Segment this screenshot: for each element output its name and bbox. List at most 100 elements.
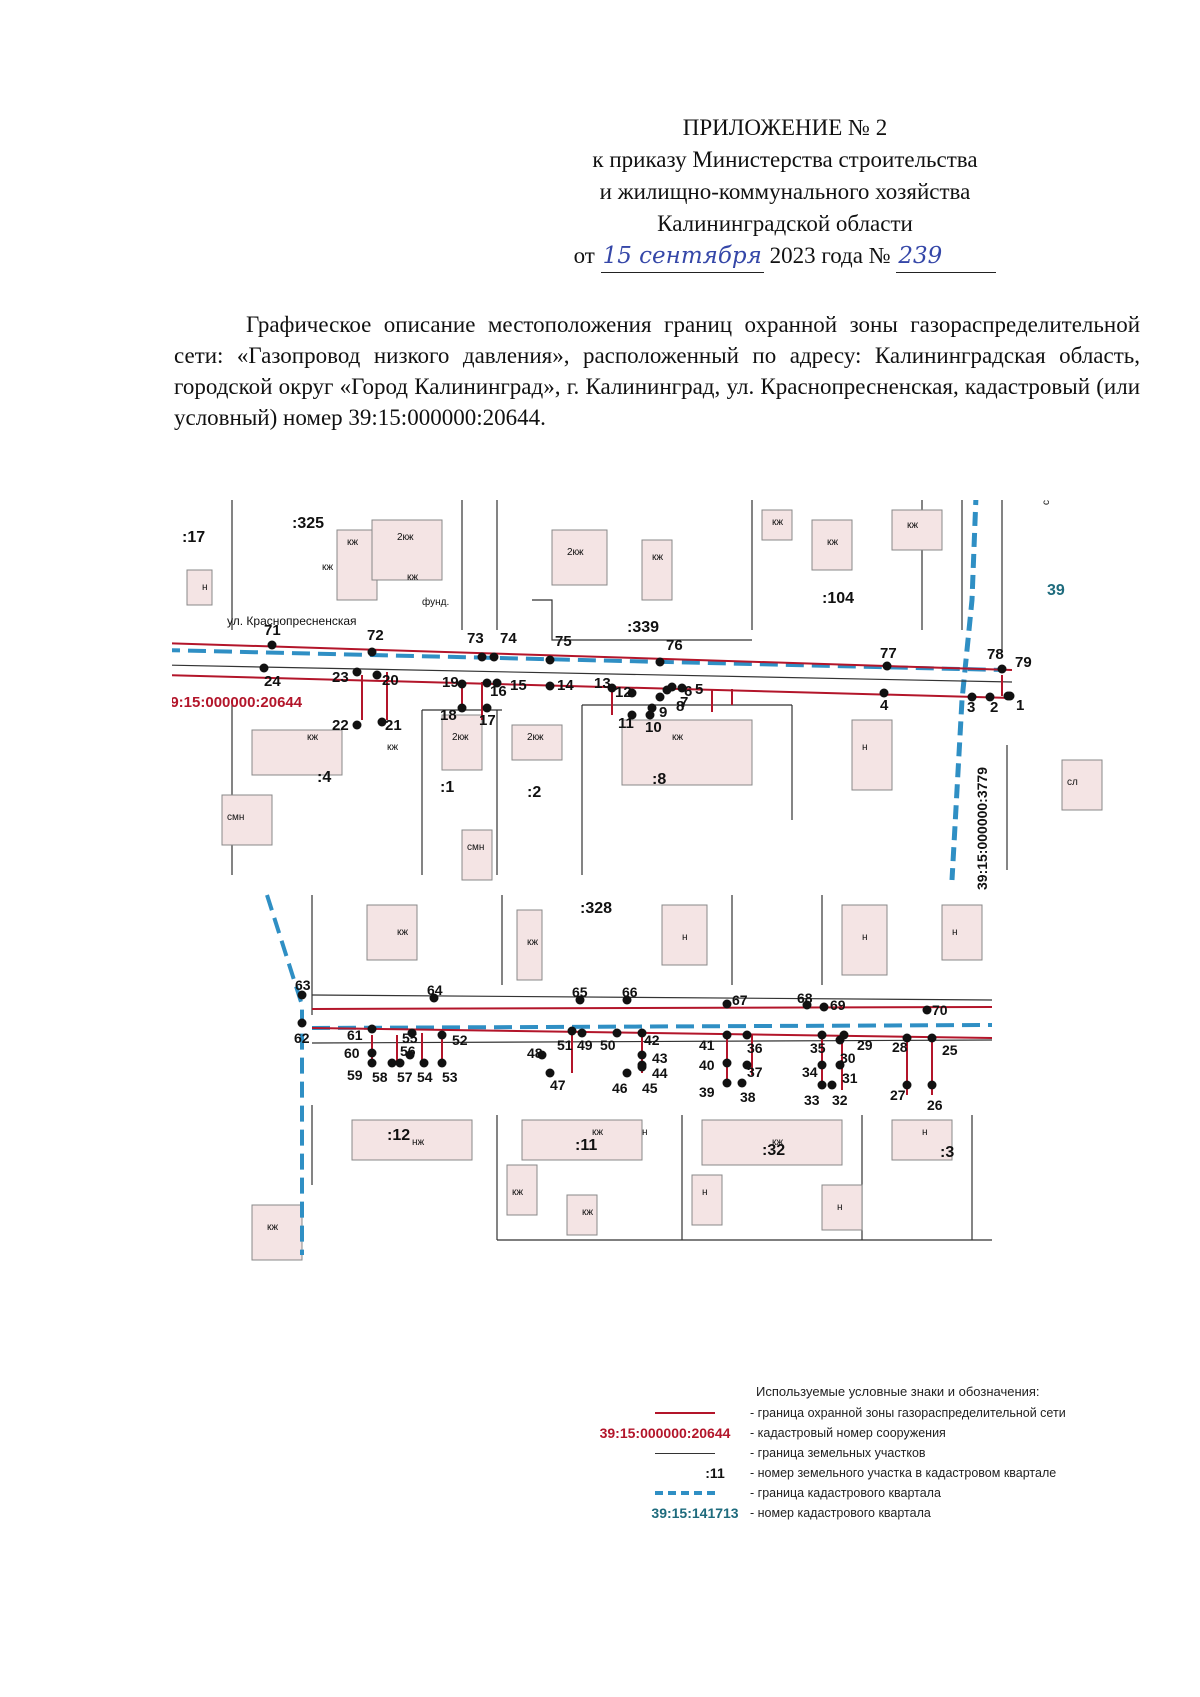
point-label-23: 23 [332,669,349,686]
building [511,724,563,761]
point-label-13: 13 [594,675,611,692]
point-label-20: 20 [382,672,399,689]
building-label: кж [772,1137,783,1148]
point-label-74: 74 [500,630,517,647]
legend-title: Используемые условные знаки и обозначени… [756,1384,1040,1399]
point-label-64: 64 [427,982,443,998]
point-label-70: 70 [932,1002,948,1018]
point-marker-1 [1003,691,1013,701]
point-label-42: 42 [644,1032,660,1048]
parcel-boundary-top [532,599,752,641]
building [1061,759,1103,811]
point-marker-75 [545,655,555,665]
point-marker-74 [489,652,499,662]
point-marker-14 [545,681,555,691]
from-word: от [573,243,595,268]
point-marker-46 [622,1068,632,1078]
legend-blue-dashed-symbol [655,1491,715,1495]
building [701,1119,843,1166]
cadastral-number-label: 39:15:000000:20644 [172,694,303,711]
point-label-47: 47 [550,1077,566,1093]
point-marker-19 [457,679,467,689]
point-label-33: 33 [804,1092,820,1108]
parcel-number: :12 [387,1127,410,1144]
point-marker-15 [492,678,502,688]
description-text: Графическое описание местоположения гран… [174,312,1140,430]
handwritten-date: 15 сентября [600,240,764,273]
appendix-header: ПРИЛОЖЕНИЕ № 2 к приказу Министерства ст… [560,112,1010,273]
building [661,904,708,966]
building [891,509,943,551]
street-name: ул. Краснопресненская [227,614,357,628]
point-label-75: 75 [555,633,572,650]
building-label: фунд. [422,596,449,608]
point-label-41: 41 [699,1037,715,1053]
point-label-28: 28 [892,1039,908,1055]
point-label-31: 31 [842,1070,858,1086]
point-marker-36 [742,1030,752,1040]
point-marker-20 [372,670,382,680]
point-label-21: 21 [385,717,402,734]
point-marker-53 [437,1058,447,1068]
building [851,719,893,791]
building [441,714,483,771]
point-marker-77 [882,661,892,671]
legend-label-cadnum: - кадастровый номер сооружения [750,1426,946,1440]
point-label-78: 78 [987,646,1004,663]
point-label-8: 8 [676,698,684,715]
building-label: н [862,742,868,753]
point-label-46: 46 [612,1080,628,1096]
point-marker-3 [967,692,977,702]
point-marker-25 [927,1033,937,1043]
appendix-title: ПРИЛОЖЕНИЕ № 2 [682,115,888,140]
building [821,1184,863,1231]
street-line-bottom [311,1039,993,1044]
point-label-35: 35 [810,1040,826,1056]
point-marker-27 [902,1080,912,1090]
point-marker-18 [457,703,467,713]
point-marker-47 [545,1068,555,1078]
legend-row-quarter-boundary: - граница кадастрового квартала [580,1483,1100,1503]
point-marker-66 [622,995,632,1005]
point-label-56: 56 [400,1043,416,1059]
point-label-24: 24 [264,673,281,690]
building-label: кж [592,1127,603,1138]
point-label-49: 49 [577,1037,593,1053]
point-label-15: 15 [510,677,527,694]
point-label-62: 62 [294,1030,310,1046]
point-marker-4 [879,688,889,698]
point-label-36: 36 [747,1040,763,1056]
point-marker-56 [405,1050,415,1060]
point-label-76: 76 [666,637,683,654]
point-marker-60 [367,1048,377,1058]
point-label-39: 39 [699,1084,715,1100]
point-marker-31 [835,1060,845,1070]
quarter-boundary-bottom [311,1023,993,1030]
point-label-65: 65 [572,984,588,1000]
point-marker-70 [922,1005,932,1015]
point-label-45: 45 [642,1080,658,1096]
point-label-44: 44 [652,1065,668,1081]
point-label-6: 6 [684,683,692,700]
legend-cadnum-sample: 39:15:000000:20644 [599,1425,731,1441]
parcel-number: :339 [627,619,659,636]
building [366,904,418,961]
point-marker-52 [437,1030,447,1040]
point-label-53: 53 [442,1069,458,1085]
point-label-10: 10 [645,719,662,736]
point-marker-42 [637,1028,647,1038]
point-marker-12 [627,688,637,698]
parcel-number: :1 [440,779,454,796]
point-marker-35 [817,1030,827,1040]
point-label-57: 57 [397,1069,413,1085]
point-label-43: 43 [652,1050,668,1066]
region-line: Калининградской области [657,211,913,236]
legend-label-quarter-boundary: - граница кадастрового квартала [750,1486,941,1500]
building-label: кж [307,732,318,743]
point-marker-11 [627,710,637,720]
building-label: н [952,927,958,938]
parcel-boundary-bottom [311,994,993,1001]
building-label: н [837,1202,843,1213]
point-label-73: 73 [467,630,484,647]
point-marker-71 [267,640,277,650]
